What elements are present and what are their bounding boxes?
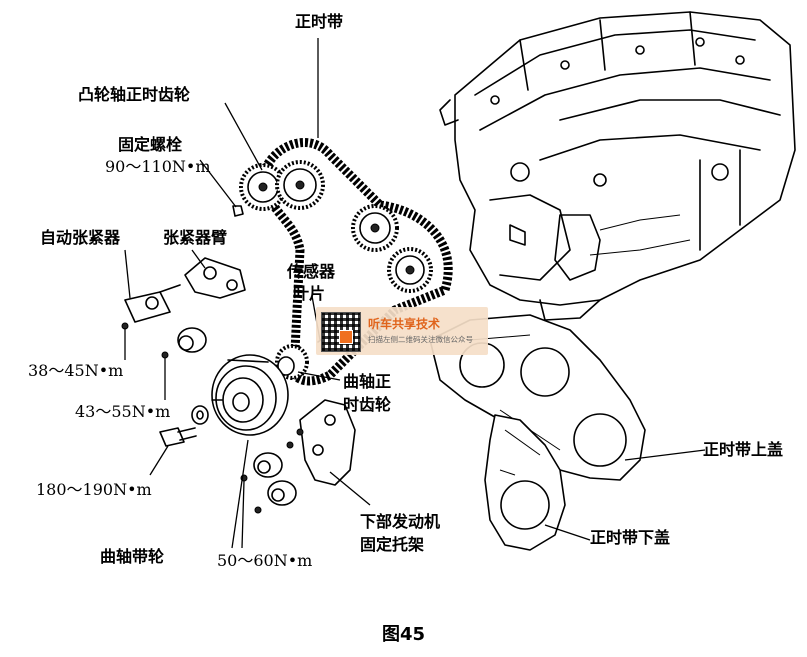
timing-belt [257, 138, 453, 386]
idler-bolt [161, 351, 169, 359]
camshaft-gears [239, 160, 433, 293]
crank-timing-gear [275, 344, 309, 380]
watermark-banner: 听车共享技术 扫描左侧二维码关注微信公众号 [316, 307, 488, 355]
idler-pulley [177, 327, 207, 353]
sensor-blade-label-line1: 传感器 [287, 262, 336, 281]
crankshaft-pulley-label: 曲轴带轮 [100, 547, 165, 566]
watermark-title: 听车共享技术 [368, 317, 441, 331]
lower-mount-label-line2: 固定托架 [360, 535, 425, 554]
figure-caption: 图45 [381, 624, 426, 645]
fixing-bolt-label: 固定螺栓 [118, 135, 183, 154]
lower-idlers [240, 452, 297, 514]
crank-pulley-bolt [159, 427, 197, 447]
tensioner-arm-label: 张紧器臂 [163, 228, 228, 247]
lower-engine-mount-bracket [286, 399, 356, 486]
qr-code-icon [321, 312, 361, 352]
watermark-subtitle: 扫描左侧二维码关注微信公众号 [368, 335, 473, 344]
engine-block [439, 11, 796, 321]
crank-timing-gear-label-line2: 时齿轮 [343, 395, 392, 414]
crankshaft-pulley [211, 354, 289, 436]
tensioner-torque-spec: 38～45N•m [28, 361, 124, 380]
auto-tensioner-label: 自动张紧器 [40, 228, 121, 247]
lower-timing-cover [484, 414, 566, 551]
sensor-blade-label-line2: 叶片 [293, 284, 326, 303]
lower-cover-label: 正时带下盖 [590, 528, 671, 547]
timing-belt-label: 正时带 [295, 12, 344, 31]
crank-bolt-torque-spec: 180～190N•m [36, 480, 152, 499]
camshaft-timing-gear-label: 凸轮轴正时齿轮 [78, 85, 191, 104]
bolt-torque-spec: 90～110N•m [105, 157, 211, 176]
leader-lines [124, 38, 706, 549]
washer [191, 405, 209, 425]
crank-timing-gear-label-line1: 曲轴正 [343, 372, 392, 391]
idler-torque-spec: 43～55N•m [75, 402, 171, 421]
lower-mount-label-line1: 下部发动机 [360, 512, 441, 531]
auto-tensioner [121, 284, 181, 330]
tensioner-arm [184, 257, 246, 299]
fixing-bolt [232, 205, 244, 217]
lower-idler-torque-spec: 50～60N•m [217, 551, 313, 570]
upper-cover-label: 正时带上盖 [703, 440, 784, 459]
